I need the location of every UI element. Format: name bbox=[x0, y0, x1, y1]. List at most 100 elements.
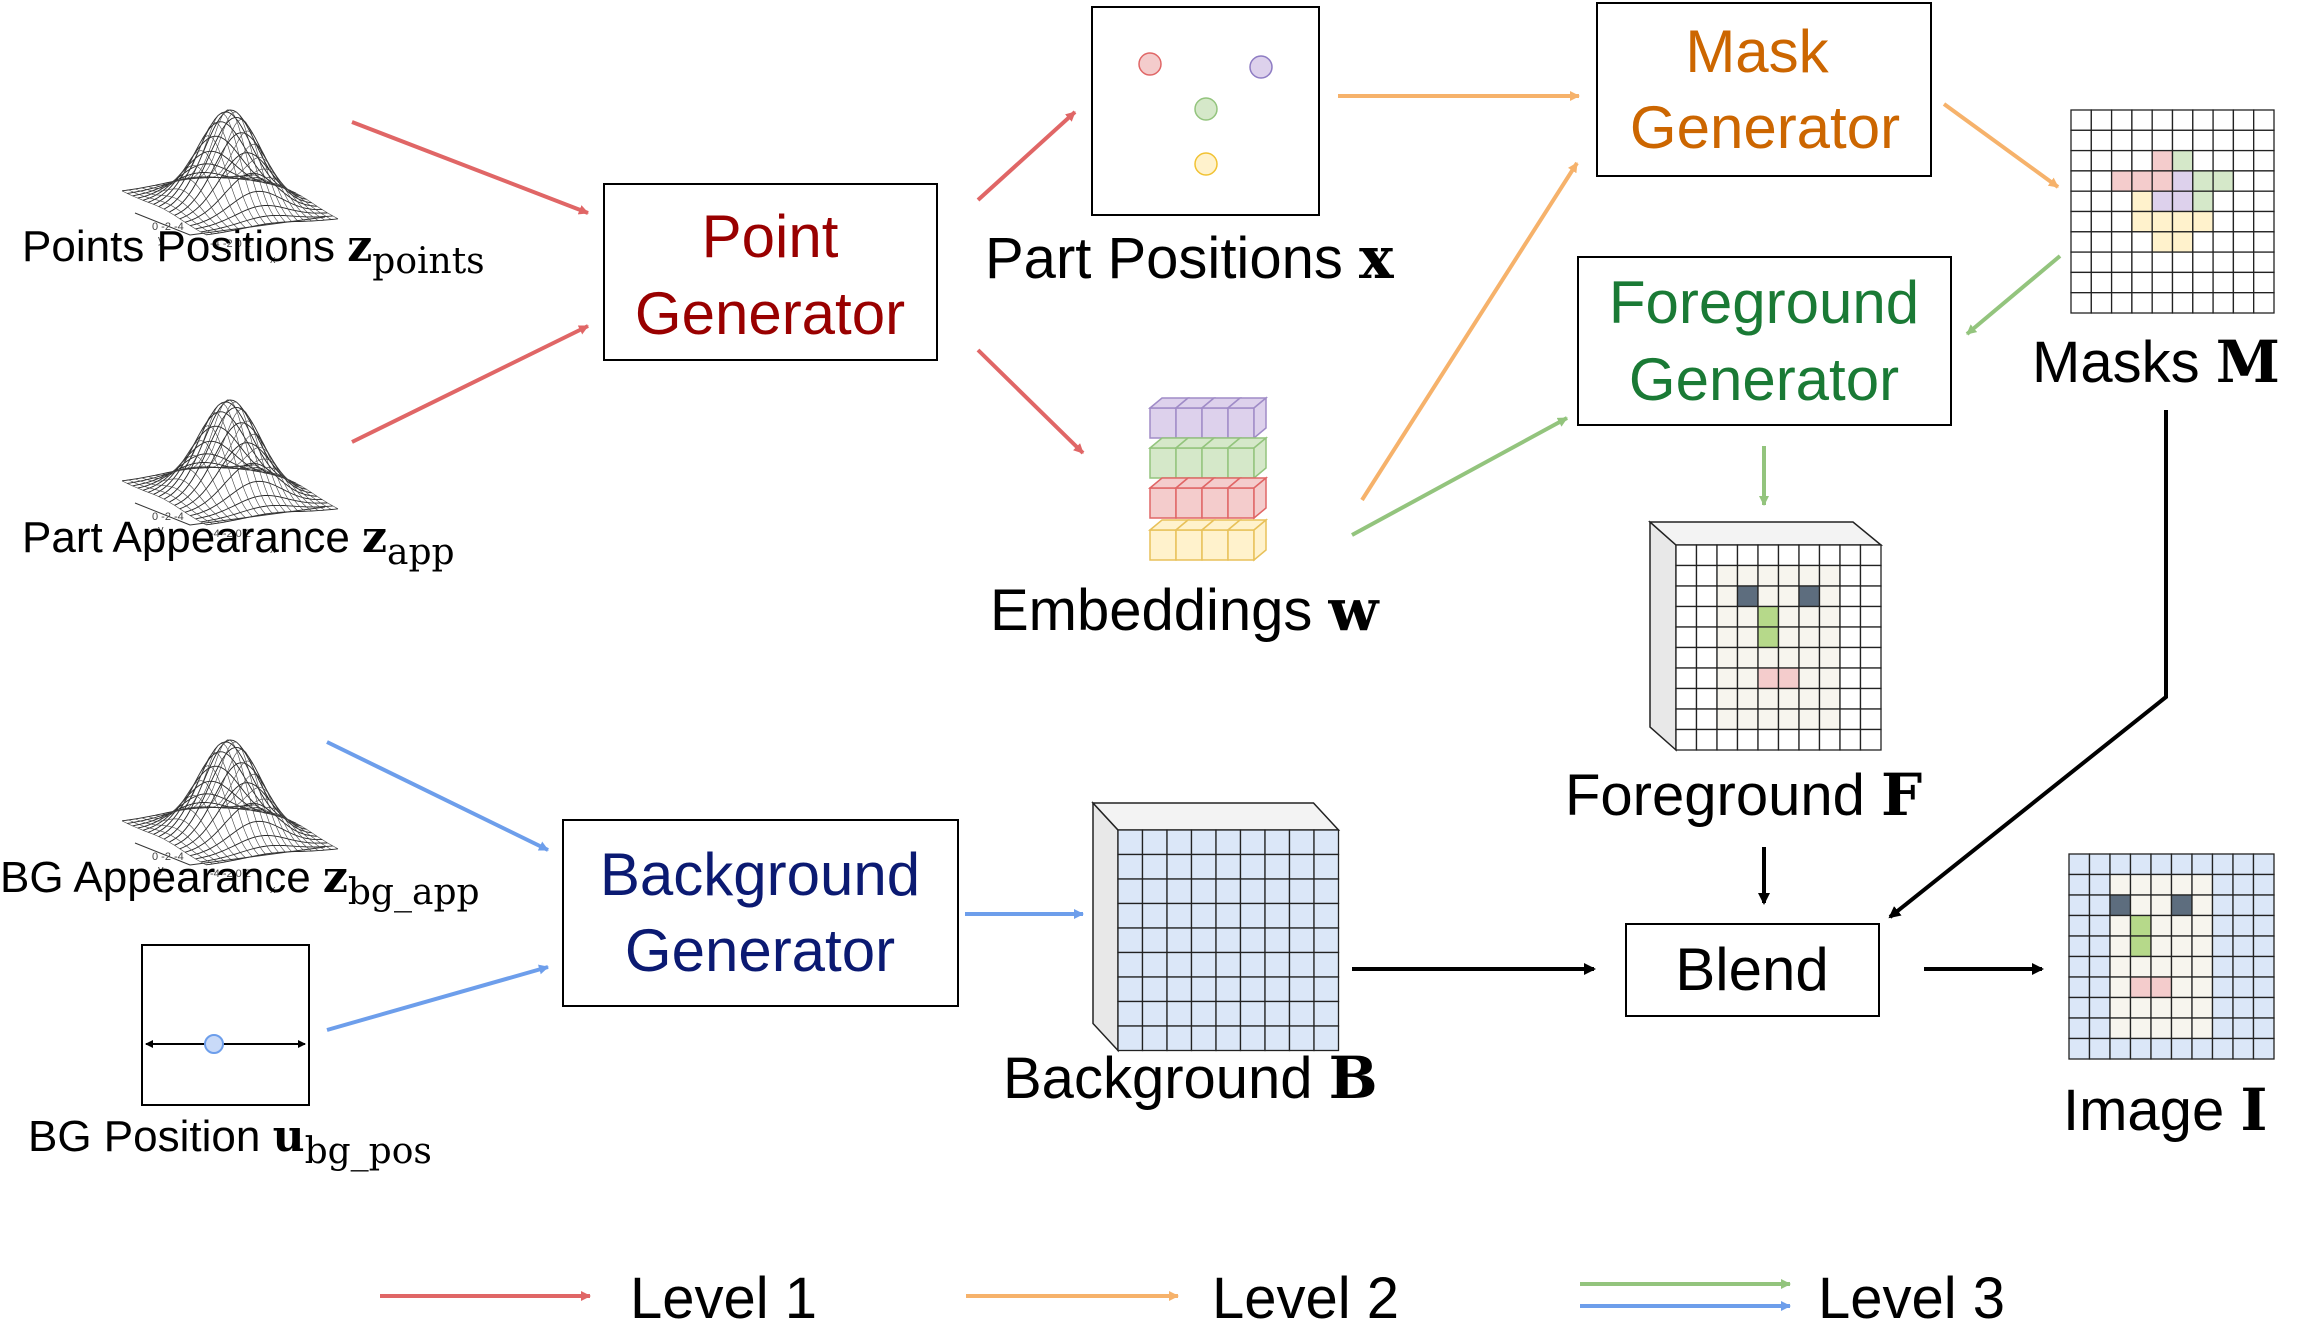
grid-cell bbox=[2088, 996, 2111, 1019]
grid-cell bbox=[2191, 914, 2214, 937]
grid-cell bbox=[1288, 927, 1315, 954]
grid-cell bbox=[1839, 605, 1862, 628]
grid-cell bbox=[1757, 646, 1780, 669]
grid-cell bbox=[1239, 976, 1266, 1003]
grid-cell bbox=[2070, 210, 2092, 233]
grid-cell bbox=[1264, 951, 1291, 978]
grid-cell bbox=[1716, 687, 1739, 710]
grid-cell bbox=[1798, 687, 1821, 710]
grid-cell bbox=[2171, 109, 2194, 131]
embeddings-label: Embeddings w bbox=[990, 576, 1381, 644]
grid-cell bbox=[2252, 1017, 2275, 1040]
grid-cell bbox=[1818, 708, 1841, 731]
grid-cell bbox=[2211, 1037, 2234, 1060]
grid-cell bbox=[1190, 927, 1217, 954]
grid-cell bbox=[2151, 170, 2174, 192]
grid-cell bbox=[2129, 1037, 2152, 1060]
svg-text:y: y bbox=[158, 524, 164, 536]
grid-cell bbox=[2109, 996, 2132, 1019]
grid-cell bbox=[1859, 626, 1882, 649]
grid-cell bbox=[2088, 955, 2111, 978]
grid-cell bbox=[2211, 914, 2234, 937]
grid-cell bbox=[1141, 1025, 1168, 1052]
grid-cell bbox=[1777, 626, 1800, 649]
background-cube bbox=[1091, 801, 1341, 1053]
grid-cell bbox=[1798, 564, 1821, 587]
grid-cell bbox=[1675, 605, 1698, 628]
svg-text:0 -2 -4: 0 -2 -4 bbox=[152, 221, 184, 233]
grid-cell bbox=[2088, 894, 2111, 917]
grid-cell bbox=[2191, 1017, 2214, 1040]
grid-cell bbox=[2232, 170, 2255, 192]
grid-cell bbox=[2170, 853, 2193, 876]
grid-cell bbox=[2150, 996, 2173, 1019]
grid-cell bbox=[2150, 894, 2173, 917]
grid-cell bbox=[2131, 170, 2153, 192]
grid-cell bbox=[2192, 109, 2214, 131]
grid-cell bbox=[1798, 667, 1821, 690]
grid-cell bbox=[2232, 149, 2255, 172]
grid-cell bbox=[2212, 149, 2235, 172]
grid-cell bbox=[1215, 927, 1242, 954]
grid-cell bbox=[1117, 1025, 1144, 1052]
grid-cell bbox=[2151, 190, 2174, 213]
gaussian-plot-bg-appearance: 0 -2 -4-4 -2 0 2yx bbox=[121, 739, 339, 896]
grid-cell bbox=[2252, 914, 2275, 937]
grid-cell bbox=[1777, 708, 1800, 731]
background-generator-line1: Background bbox=[600, 841, 920, 908]
grid-cell bbox=[2088, 976, 2111, 999]
grid-cell bbox=[2192, 271, 2214, 294]
grid-cell bbox=[2068, 935, 2091, 958]
grid-cell bbox=[1313, 878, 1340, 905]
svg-text:-4 -2 0 2: -4 -2 0 2 bbox=[210, 868, 251, 880]
part-appearance-label: Part Appearance zapp bbox=[22, 512, 455, 573]
grid-cell bbox=[2170, 955, 2193, 978]
grid-cell bbox=[2131, 271, 2153, 294]
grid-cell bbox=[1818, 667, 1841, 690]
grid-cell bbox=[2070, 149, 2092, 172]
grid-cell bbox=[2090, 231, 2113, 253]
grid-cell bbox=[2232, 853, 2255, 876]
grid-cell bbox=[2211, 1017, 2234, 1040]
grid-cell bbox=[1777, 585, 1800, 608]
grid-cell bbox=[1288, 853, 1315, 880]
grid-cell bbox=[2068, 976, 2091, 999]
grid-cell bbox=[2212, 251, 2235, 274]
grid-cell bbox=[2253, 149, 2275, 172]
grid-cell bbox=[2068, 1037, 2091, 1060]
grid-cell bbox=[2151, 271, 2174, 294]
grid-cell bbox=[1675, 708, 1698, 731]
grid-cell bbox=[1166, 1000, 1193, 1027]
masks-grid bbox=[2070, 109, 2275, 314]
grid-cell bbox=[2150, 1037, 2173, 1060]
background-label: Background B bbox=[1003, 1044, 1378, 1112]
grid-cell bbox=[2110, 210, 2133, 233]
grid-cell bbox=[1818, 646, 1841, 669]
grid-cell bbox=[2088, 853, 2111, 876]
grid-cell bbox=[1288, 951, 1315, 978]
arrow-embeddings-to-mask-generator bbox=[1360, 161, 1579, 502]
grid-cell bbox=[2252, 1037, 2275, 1060]
grid-cell bbox=[1839, 564, 1862, 587]
grid-cell bbox=[2232, 996, 2255, 1019]
grid-cell bbox=[2131, 210, 2153, 233]
grid-cell bbox=[2192, 292, 2214, 314]
grid-cell bbox=[2110, 292, 2133, 314]
grid-cell bbox=[2212, 170, 2235, 192]
grid-cell bbox=[1215, 853, 1242, 880]
grid-cell bbox=[2170, 1037, 2193, 1060]
grid-cell bbox=[2090, 170, 2113, 192]
arrow-app-to-point-generator bbox=[351, 324, 589, 444]
grid-cell bbox=[1736, 585, 1759, 608]
grid-cell bbox=[2151, 129, 2174, 152]
foreground-generator-line2: Generator bbox=[1629, 346, 1899, 413]
grid-cell bbox=[2252, 894, 2275, 917]
grid-cell bbox=[1757, 564, 1780, 587]
grid-cell bbox=[1839, 585, 1862, 608]
grid-cell bbox=[2211, 996, 2234, 1019]
grid-cell bbox=[1215, 976, 1242, 1003]
bg-appearance-label: BG Appearance zbg_app bbox=[0, 852, 480, 913]
grid-cell bbox=[2191, 894, 2214, 917]
gaussian-plot-part-appearance: 0 -2 -4-4 -2 0 2yx bbox=[121, 399, 339, 556]
grid-cell bbox=[2253, 231, 2275, 253]
